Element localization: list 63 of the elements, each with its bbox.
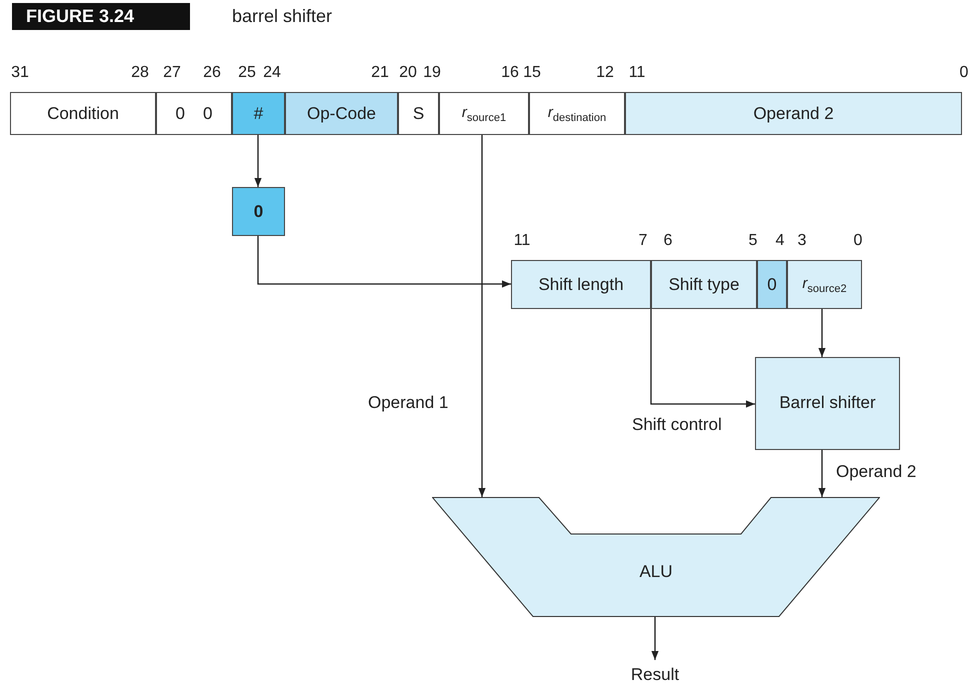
arrow [257, 236, 511, 288]
bit-number: 0 [958, 64, 970, 82]
instruction-field [625, 92, 962, 135]
arrow [478, 135, 486, 497]
field-label: Condition [47, 104, 119, 124]
field-label: Barrel shifter [779, 392, 876, 414]
barrel-shifter-box [755, 357, 900, 450]
operand-field [651, 260, 757, 309]
constant-box [232, 187, 285, 236]
bit-number: 21 [370, 64, 390, 82]
figure-number: FIGURE 3.24 [12, 3, 190, 30]
bit-number: 3 [796, 232, 808, 250]
edge-label: Operand 2 [836, 462, 916, 482]
arrow [650, 309, 755, 408]
operand-field [757, 260, 787, 309]
instruction-field [10, 92, 156, 135]
operand-field [511, 260, 651, 309]
field-label: 0 [176, 104, 185, 124]
bit-number: 4 [774, 232, 786, 250]
arrow [818, 309, 826, 357]
field-label: Shift type [668, 274, 740, 294]
instruction-field [439, 92, 529, 135]
field-label: Operand 2 [753, 104, 834, 124]
result-text: Result [630, 665, 680, 685]
bit-number: 27 [162, 64, 182, 82]
field-label: S [412, 104, 424, 124]
bit-number: 28 [130, 64, 150, 82]
field-label: 0 [254, 202, 264, 222]
instruction-field [529, 92, 625, 135]
instruction-field [285, 92, 398, 135]
arrow [254, 135, 262, 187]
bit-number: 12 [595, 64, 615, 82]
bit-number: 24 [262, 64, 282, 82]
bit-number: 20 [398, 64, 418, 82]
bit-number: 25 [237, 64, 257, 82]
bit-number: 26 [202, 64, 222, 82]
field-label: Shift length [538, 274, 624, 294]
field-label: 0 [203, 104, 212, 124]
bit-number: 31 [10, 64, 30, 82]
field-label: r$_{source2}$ [802, 274, 847, 294]
field-label: r$_{source1}$ [462, 104, 506, 124]
bit-number: 7 [638, 232, 648, 250]
bit-number: 11 [512, 232, 532, 250]
edge-label: Operand 1 [368, 393, 448, 413]
bit-number: 16 [500, 64, 520, 82]
field-label: Op-Code [307, 104, 376, 124]
arrow [818, 450, 826, 497]
instruction-field [398, 92, 439, 135]
field-label: # [254, 104, 264, 124]
field-label: ALU [639, 562, 673, 582]
instruction-field [156, 92, 232, 135]
field-label: r$_{destination}$ [548, 104, 606, 124]
bit-number: 11 [628, 64, 646, 82]
bit-number: 6 [662, 232, 674, 250]
bit-number: 0 [852, 232, 864, 250]
operand-field [787, 260, 862, 309]
figure-title: barrel shifter [232, 6, 332, 27]
bit-number: 19 [422, 64, 442, 82]
bit-number: 5 [748, 232, 758, 250]
field-label: 0 [767, 274, 777, 294]
instruction-field [232, 92, 285, 135]
bit-number: 15 [522, 64, 542, 82]
arrow [651, 617, 659, 660]
